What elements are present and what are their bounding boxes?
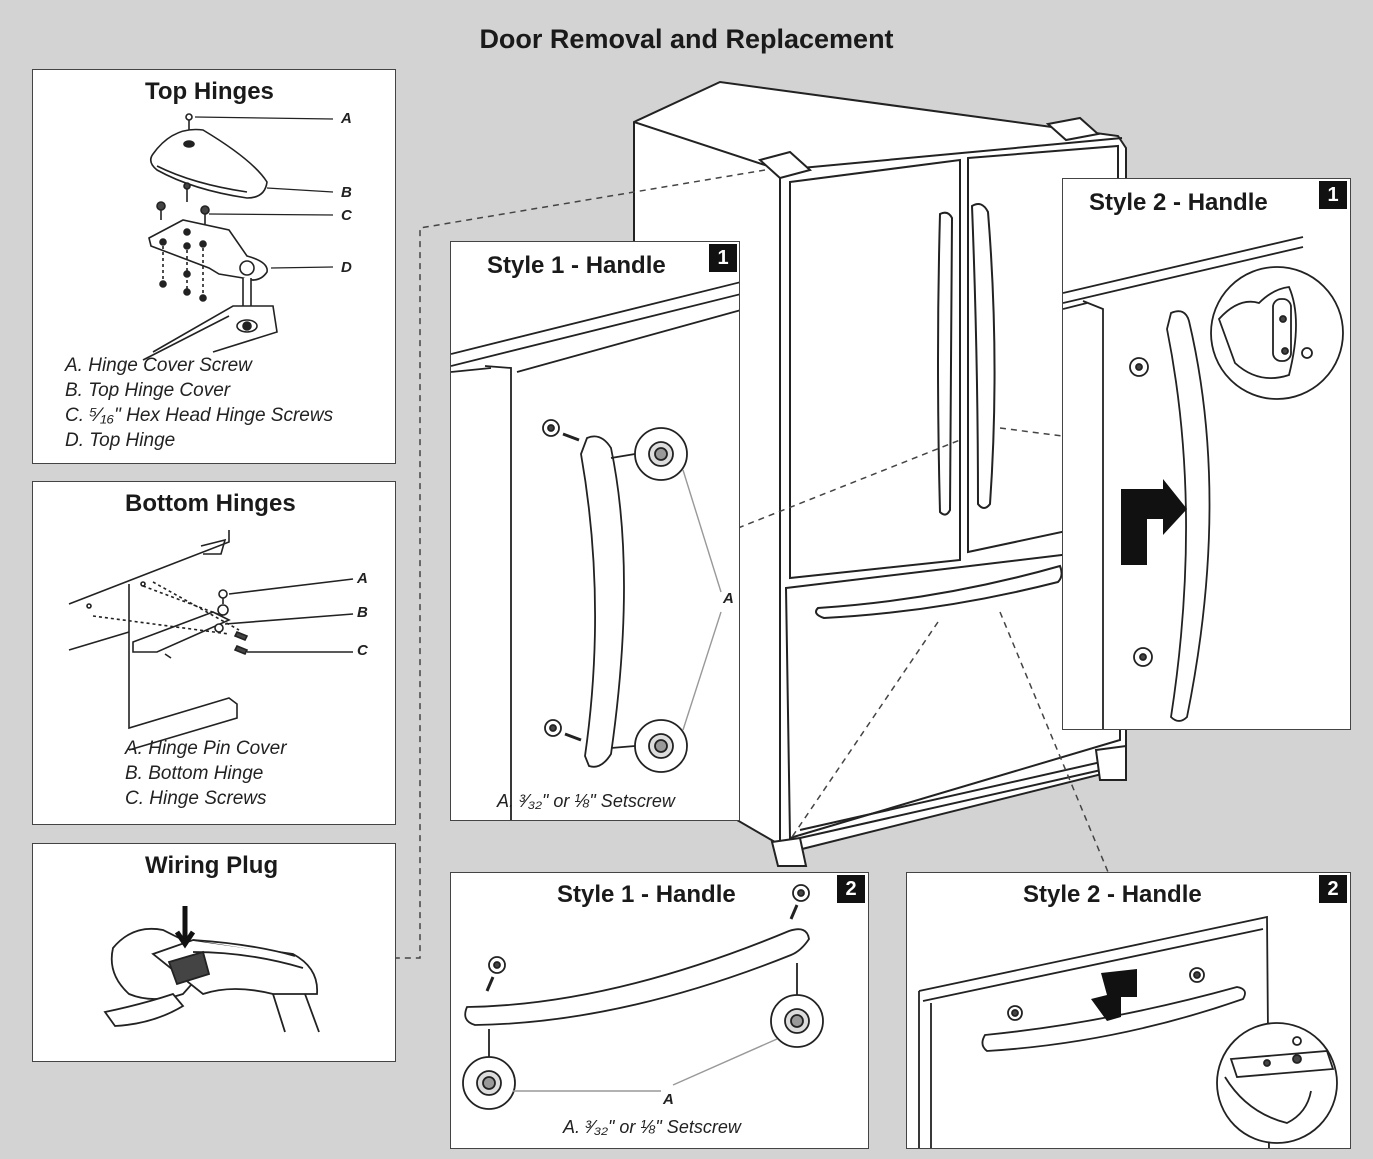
label-a: A — [723, 590, 734, 607]
style2-handle-title: Style 2 - Handle — [1023, 881, 1202, 908]
style2-handle-panel-2: Style 2 - Handle 2 — [906, 872, 1351, 1149]
legend-item: C. ⁵⁄₁₆" Hex Head Hinge Screws — [65, 405, 334, 426]
label-a: A — [341, 110, 352, 127]
top-hinges-panel: Top Hinges — [32, 69, 396, 464]
wiring-plug-panel: Wiring Plug — [32, 843, 396, 1062]
step-badge: 1 — [709, 244, 737, 272]
label-b: B — [341, 184, 352, 201]
step-badge: 2 — [837, 875, 865, 903]
style1-handle-panel-2: Style 1 - Handle 2 A A. ³⁄₃₂" or ⅛" Sets… — [450, 872, 869, 1149]
setscrew-caption: A. ³⁄₃₂" or ⅛" Setscrew — [497, 791, 675, 811]
style1-handle-title: Style 1 - Handle — [557, 881, 736, 908]
style1-handle-panel-1: Style 1 - Handle 1 — [450, 241, 740, 821]
style2-handle-diagram-2 — [918, 915, 1338, 1148]
bottom-hinge-diagram — [68, 530, 354, 751]
label-a: A — [357, 570, 368, 587]
legend-item: B. Bottom Hinge — [125, 763, 264, 784]
top-hinges-legend: A. Hinge Cover Screw B. Top Hinge Cover … — [65, 353, 333, 453]
top-hinge-diagram — [142, 113, 334, 361]
bottom-hinges-legend: A. Hinge Pin Cover B. Bottom Hinge C. Hi… — [125, 736, 287, 811]
label-c: C — [341, 207, 352, 224]
top-hinges-title: Top Hinges — [145, 78, 274, 105]
legend-item: B. Top Hinge Cover — [65, 380, 231, 401]
style2-handle-title: Style 2 - Handle — [1089, 189, 1268, 216]
legend-item: A. Hinge Cover Screw — [65, 355, 252, 376]
legend-item: D. Top Hinge — [65, 430, 176, 451]
legend-item: C. Hinge Screws — [125, 788, 267, 809]
bottom-hinges-title: Bottom Hinges — [125, 490, 296, 517]
wiring-plug-diagram — [103, 906, 320, 1033]
legend-item: A. Hinge Pin Cover — [125, 738, 287, 759]
label-a: A — [663, 1091, 674, 1108]
style1-handle-title: Style 1 - Handle — [487, 252, 666, 279]
step-badge: 2 — [1319, 875, 1347, 903]
bottom-hinges-panel: Bottom Hinges A B — [32, 481, 396, 825]
style2-handle-panel-1: Style 2 - Handle 1 — [1062, 178, 1351, 730]
setscrew-caption: A. ³⁄₃₂" or ⅛" Setscrew — [563, 1117, 741, 1137]
wiring-plug-title: Wiring Plug — [145, 852, 279, 879]
style1-handle-diagram-1 — [451, 281, 739, 820]
label-d: D — [341, 259, 352, 276]
step-badge: 1 — [1319, 181, 1347, 209]
label-c: C — [357, 642, 368, 659]
style2-handle-diagram-1 — [1063, 236, 1344, 729]
page-title: Door Removal and Replacement — [479, 24, 894, 54]
style1-handle-diagram-2 — [462, 884, 824, 1110]
label-b: B — [357, 604, 368, 621]
